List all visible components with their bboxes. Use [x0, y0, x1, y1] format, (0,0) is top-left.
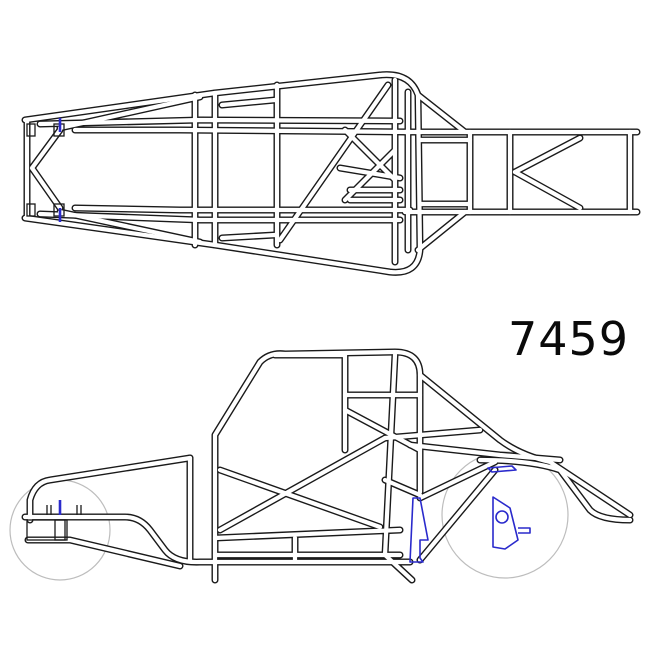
- side-view: [9, 348, 634, 584]
- top-view: [21, 71, 641, 276]
- front-pins: [26, 505, 82, 541]
- front-wheel: [9, 479, 111, 581]
- part-number-label: 7459: [508, 312, 630, 366]
- rear-suspension-bracket: [409, 465, 531, 563]
